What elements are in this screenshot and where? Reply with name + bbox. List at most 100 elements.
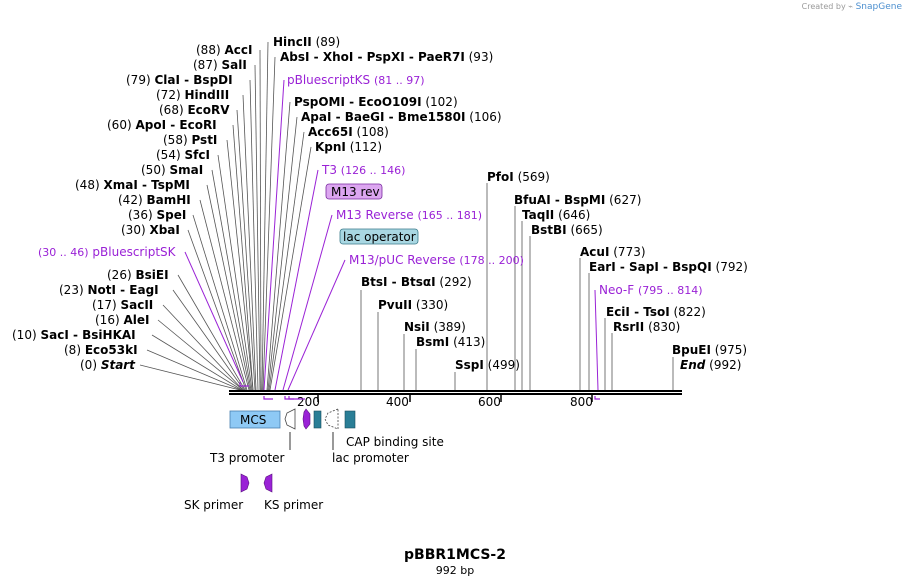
site-position: (499): [488, 358, 520, 372]
site-name: Eco53kI: [85, 343, 138, 357]
svg-text:(87) SalI: (87) SalI: [193, 58, 247, 72]
primer-binding-marks: [239, 382, 600, 400]
site-position: (389): [434, 320, 466, 334]
svg-text:(68) EcoRV: (68) EcoRV: [159, 103, 230, 117]
sk-primer-arrow-icon: [240, 473, 250, 493]
site-position: (60): [107, 118, 132, 132]
site-name: RsrII: [613, 320, 644, 334]
snapgene-credit: Created by ⌁ SnapGene: [802, 2, 902, 12]
site-position: (413): [453, 335, 485, 349]
site-name: BpuEI: [672, 343, 711, 357]
credit-brand: SnapGene: [855, 2, 902, 12]
feature-name: pBluescriptKS: [287, 73, 370, 87]
feature-labels: pBluescriptKS (81 .. 97) T3 (126 .. 146)…: [38, 73, 703, 297]
site-name: EciI - TsoI: [606, 305, 670, 319]
lac-operator-label: lac operator: [343, 230, 416, 244]
cap-binding-site-label: CAP binding site: [346, 435, 444, 449]
m13-rev-box: [325, 183, 383, 200]
feature-range: (165 .. 181): [418, 209, 483, 222]
site-position: (89): [316, 35, 341, 49]
site-name: XbaI: [149, 223, 179, 237]
svg-text:NsiI (389): NsiI (389): [404, 320, 466, 334]
site-position: (48): [75, 178, 100, 192]
feature-name: T3: [321, 163, 337, 177]
ks-primer-arrow-icon: [263, 473, 273, 493]
svg-text:(88) AccI: (88) AccI: [196, 43, 252, 57]
svg-text:TaqII (646): TaqII (646): [522, 208, 590, 222]
site-name: Start: [101, 358, 136, 372]
svg-text:AcuI (773): AcuI (773): [580, 245, 646, 259]
site-position: (68): [159, 103, 184, 117]
svg-text:(72) HindIII: (72) HindIII: [156, 88, 229, 102]
site-name: AccI: [224, 43, 252, 57]
svg-text:(54) SfcI: (54) SfcI: [156, 148, 210, 162]
svg-text:(23) NotI - EagI: (23) NotI - EagI: [59, 283, 159, 297]
site-position: (792): [716, 260, 748, 274]
svg-text:M13/pUC Reverse (178 .. 200): M13/pUC Reverse (178 .. 200): [349, 253, 524, 267]
sk-primer-label: SK primer: [184, 498, 243, 512]
site-position: (54): [156, 148, 181, 162]
site-name: SpeI: [156, 208, 186, 222]
site-position: (830): [648, 320, 680, 334]
mcs-feature: [229, 410, 281, 429]
svg-text:End (992): End (992): [680, 358, 741, 372]
feature-range: (126 .. 146): [341, 164, 406, 177]
right-site-labels: BtsI - BtsαI (292) PvuII (330) NsiI (389…: [361, 170, 748, 372]
mcs-label: MCS: [240, 413, 266, 427]
lac-operator-feature: [313, 410, 322, 429]
site-position: (17): [92, 298, 117, 312]
site-position: (16): [95, 313, 120, 327]
site-position: (23): [59, 283, 84, 297]
svg-text:BstBI (665): BstBI (665): [531, 223, 603, 237]
lac-promoter-arrow-icon: [324, 408, 339, 430]
lac-operator-box: [339, 228, 419, 245]
site-name: SalI: [221, 58, 246, 72]
site-name: ApaI - BaeGI - Bme1580I: [301, 110, 465, 124]
site-position: (10): [12, 328, 37, 342]
svg-text:Acc65I (108): Acc65I (108): [308, 125, 389, 139]
site-name: PfoI: [487, 170, 514, 184]
site-position: (87): [193, 58, 218, 72]
svg-text:(50) SmaI: (50) SmaI: [141, 163, 203, 177]
site-name: SacI - BsiHKAI: [40, 328, 135, 342]
svg-text:ApaI - BaeGI - Bme1580I (: ApaI - BaeGI - Bme1580I (106): [301, 110, 502, 124]
m13-primer-arrow-icon: [302, 408, 311, 430]
site-position: (102): [425, 95, 457, 109]
site-name: HindIII: [184, 88, 229, 102]
feature-name: M13 Reverse: [336, 208, 414, 222]
svg-text:PfoI (569): PfoI (569): [487, 170, 550, 184]
site-position: (112): [350, 140, 382, 154]
site-name: BstBI: [531, 223, 567, 237]
t3-promoter-arrow-icon: [284, 408, 296, 430]
site-position: (72): [156, 88, 181, 102]
feature-range: (30 .. 46): [38, 246, 89, 259]
site-name: BfuAI - BspMI: [514, 193, 605, 207]
site-position: (627): [609, 193, 641, 207]
svg-text:(79) ClaI - BspDI: (79) ClaI - BspDI: [126, 73, 233, 87]
svg-text:BsmI (413): BsmI (413): [416, 335, 485, 349]
svg-text:(17) SacII: (17) SacII: [92, 298, 153, 312]
svg-text:(48) XmaI - TspMI: (48) XmaI - TspMI: [75, 178, 190, 192]
site-name: Acc65I: [308, 125, 353, 139]
svg-text:EciI - TsoI (822): EciI - TsoI (822): [606, 305, 706, 319]
site-name: AbsI - XhoI - PspXI - PaeR7I: [280, 50, 465, 64]
site-position: (88): [196, 43, 221, 57]
svg-text:(8) Eco53kI: (8) Eco53kI: [64, 343, 138, 357]
site-position: (79): [126, 73, 151, 87]
site-name: SacII: [120, 298, 153, 312]
site-position: (93): [469, 50, 494, 64]
left-leader-lines: [139, 41, 312, 391]
svg-text:(30) XbaI: (30) XbaI: [121, 223, 180, 237]
site-position: (292): [439, 275, 471, 289]
feature-name: M13/pUC Reverse: [349, 253, 456, 267]
site-position: (36): [128, 208, 153, 222]
svg-text:PvuII (330): PvuII (330): [378, 298, 448, 312]
svg-text:(26) BsiEI: (26) BsiEI: [107, 268, 169, 282]
site-position: (58): [163, 133, 188, 147]
lac-promoter-label: lac promoter: [332, 451, 409, 465]
feature-name: Neo-F: [599, 283, 634, 297]
site-position: (665): [570, 223, 602, 237]
site-position: (106): [469, 110, 501, 124]
left-site-labels: (88) AccI (87) SalI (79) ClaI - BspDI (7…: [12, 43, 252, 372]
